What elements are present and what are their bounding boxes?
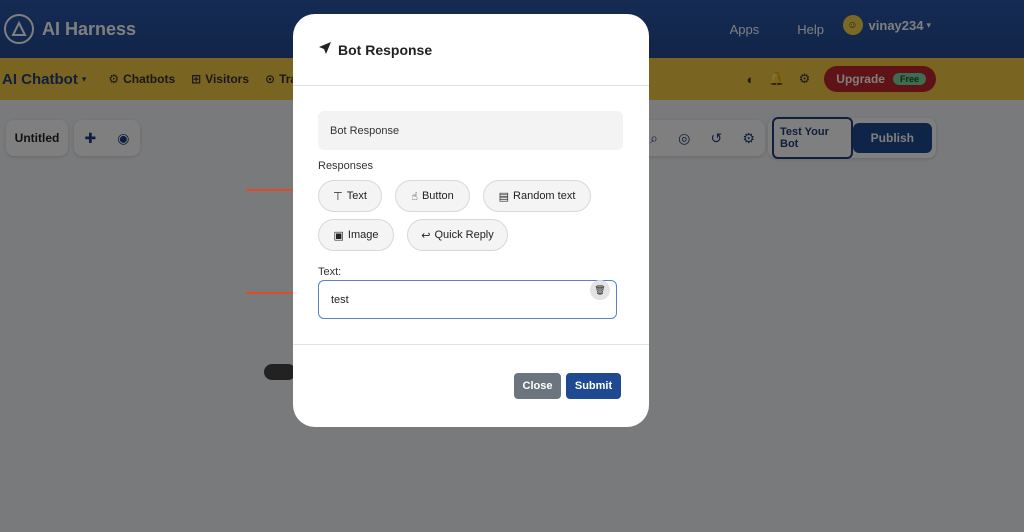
responses-label: Responses bbox=[318, 160, 374, 172]
modal-header: Bot Response bbox=[293, 14, 649, 86]
paper-plane-icon bbox=[318, 41, 332, 58]
bot-response-modal: Bot Response Bot Response Responses ⊤ Te… bbox=[293, 14, 649, 427]
button-label: Quick Reply bbox=[434, 229, 494, 241]
text-field-label: Text: bbox=[318, 266, 342, 278]
button-label: Random text bbox=[513, 190, 576, 202]
text-icon: ⊤ bbox=[333, 190, 343, 203]
pointer-icon: ☝ bbox=[411, 190, 418, 203]
button-label: Button bbox=[421, 190, 454, 202]
response-text-button[interactable]: ⊤ Text bbox=[318, 180, 382, 212]
random-text-icon: ▤ bbox=[498, 190, 510, 203]
response-name-field[interactable]: Bot Response bbox=[318, 111, 623, 150]
response-image-button[interactable]: ▣ Image bbox=[318, 219, 394, 251]
close-button[interactable]: Close bbox=[514, 373, 561, 399]
trash-icon[interactable]: 🗑 bbox=[590, 280, 610, 300]
submit-button[interactable]: Submit bbox=[566, 373, 621, 399]
response-button-button[interactable]: ☝ Button bbox=[395, 180, 470, 212]
response-random-text-button[interactable]: ▤ Random text bbox=[483, 180, 591, 212]
modal-title: Bot Response bbox=[338, 41, 433, 58]
button-label: Text bbox=[346, 190, 367, 202]
button-label: Image bbox=[347, 229, 379, 241]
modal-divider bbox=[293, 344, 649, 345]
image-icon: ▣ bbox=[333, 229, 344, 242]
text-response-input[interactable]: test bbox=[318, 280, 617, 319]
reply-icon: ↩ bbox=[421, 229, 431, 242]
response-quick-reply-button[interactable]: ↩ Quick Reply bbox=[407, 219, 508, 251]
